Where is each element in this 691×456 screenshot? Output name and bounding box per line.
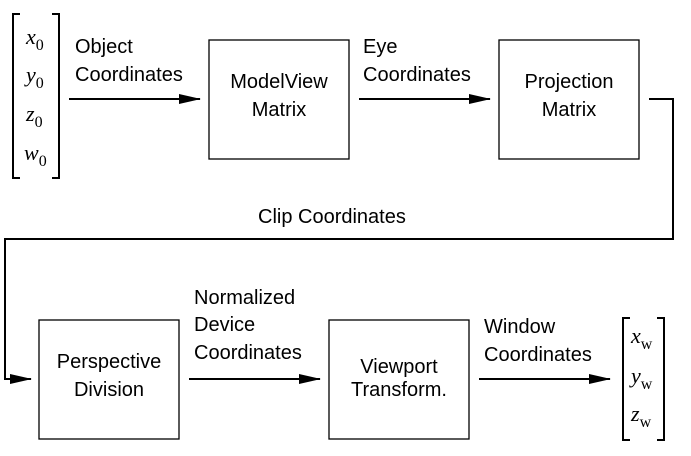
perspective-division-box: Perspective Division (38, 319, 180, 440)
svg-text:Viewport: Viewport (360, 356, 438, 378)
output-vector-left-bracket (622, 317, 630, 441)
input-vector-z: z0 (25, 101, 43, 131)
viewport-transform-box: Viewport Transform. (328, 319, 470, 440)
svg-text:Device: Device (194, 314, 255, 336)
svg-text:Clip Coordinates: Clip Coordinates (258, 206, 406, 228)
output-vector-z: zw (630, 401, 652, 431)
modelview-matrix-box: ModelView Matrix (208, 39, 350, 160)
object-coordinates-label: Object Coordinates (75, 36, 183, 86)
normalized-device-coordinates-label: Normalized Device Coordinates (194, 287, 302, 364)
svg-text:Coordinates: Coordinates (75, 64, 183, 86)
input-vector-y: y0 (24, 62, 44, 92)
svg-text:Coordinates: Coordinates (363, 64, 471, 86)
projection-to-perspective-connector (4, 98, 674, 384)
svg-text:Object: Object (75, 36, 133, 58)
input-vector-left-bracket (12, 13, 20, 179)
svg-text:Matrix: Matrix (542, 99, 596, 121)
output-vector: xw yw zw (622, 317, 665, 441)
projection-matrix-box: Projection Matrix (498, 39, 640, 160)
svg-text:Eye: Eye (363, 36, 397, 58)
window-coordinates-label: Window Coordinates (484, 316, 592, 366)
svg-text:Perspective: Perspective (57, 351, 162, 373)
input-vector-w: w0 (24, 140, 47, 170)
svg-text:Transform.: Transform. (351, 379, 447, 401)
svg-text:Matrix: Matrix (252, 99, 306, 121)
input-vector-right-bracket (52, 13, 60, 179)
eye-coordinates-label: Eye Coordinates (363, 36, 471, 86)
svg-text:Projection: Projection (525, 71, 614, 93)
input-vector: x0 y0 z0 w0 (12, 13, 60, 179)
svg-text:Division: Division (74, 379, 144, 401)
svg-text:ModelView: ModelView (230, 71, 328, 93)
output-vector-x: xw (630, 323, 653, 353)
svg-text:Window: Window (484, 316, 556, 338)
svg-text:Coordinates: Coordinates (194, 342, 302, 364)
svg-text:Coordinates: Coordinates (484, 344, 592, 366)
output-vector-right-bracket (657, 317, 665, 441)
output-vector-y: yw (629, 363, 653, 393)
clip-coordinates-label: Clip Coordinates (258, 206, 406, 228)
input-vector-x: x0 (25, 24, 44, 54)
svg-text:Normalized: Normalized (194, 287, 295, 309)
